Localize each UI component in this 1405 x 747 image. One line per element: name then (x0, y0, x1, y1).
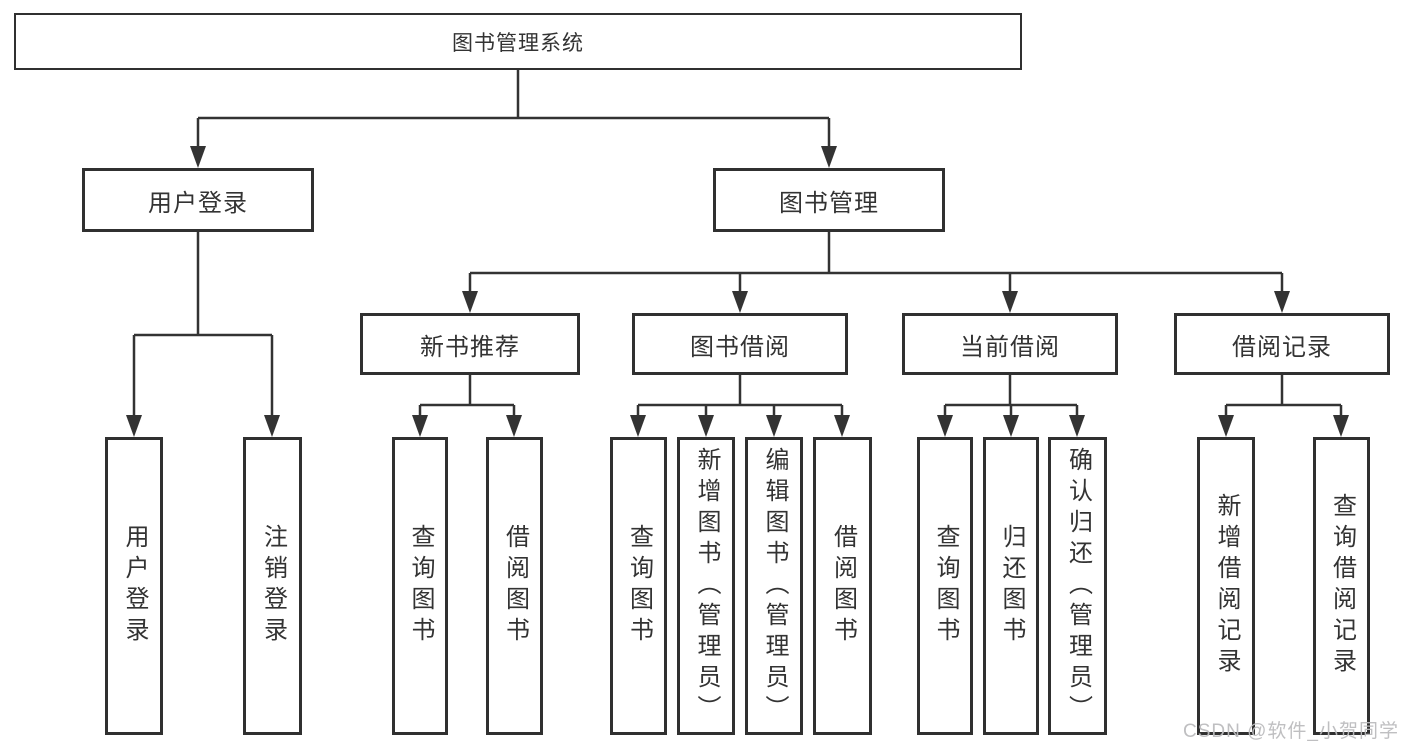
leaf-label: 查询借阅记录 (1328, 493, 1356, 679)
node-label: 图书管理 (779, 189, 879, 217)
node-label: 图书管理系统 (452, 31, 584, 55)
node-book-borrow: 图书借阅 (632, 313, 848, 375)
leaf-add-borrow-record: 新增借阅记录 (1197, 437, 1255, 735)
leaf-label: 新增图书（管理员） (693, 446, 720, 726)
node-borrow-records: 借阅记录 (1174, 313, 1390, 375)
leaf-add-books-admin: 新增图书（管理员） (677, 437, 735, 735)
leaf-label: 查询图书 (407, 524, 434, 648)
leaf-label: 用户登录 (121, 524, 148, 648)
node-label: 借阅记录 (1232, 333, 1332, 361)
node-library-management-system: 图书管理系统 (14, 13, 1022, 70)
leaf-label: 新增借阅记录 (1213, 493, 1240, 679)
node-book-management: 图书管理 (713, 168, 945, 232)
csdn-watermark: CSDN @软件_小贺同学 (1183, 721, 1399, 742)
leaf-label: 查询图书 (932, 524, 959, 648)
leaf-confirm-return-admin: 确认归还（管理员） (1048, 437, 1107, 735)
node-label: 用户登录 (148, 189, 248, 217)
leaf-label: 注销登录 (259, 524, 287, 648)
leaf-user-login: 用户登录 (105, 437, 163, 735)
leaf-return-books: 归还图书 (983, 437, 1039, 735)
node-user-login: 用户登录 (82, 168, 314, 232)
leaf-query-borrow-record: 查询借阅记录 (1313, 437, 1370, 735)
leaf-label: 归还图书 (998, 524, 1025, 648)
leaf-label: 借阅图书 (501, 524, 529, 648)
node-label: 图书借阅 (690, 333, 790, 361)
leaf-edit-books-admin: 编辑图书（管理员） (745, 437, 803, 735)
node-label: 当前借阅 (960, 333, 1060, 361)
leaf-label: 确认归还（管理员） (1064, 446, 1092, 726)
leaf-label: 编辑图书（管理员） (761, 446, 788, 726)
leaf-label: 查询图书 (625, 524, 653, 648)
leaf-query-books-recommend: 查询图书 (392, 437, 448, 735)
leaf-label: 借阅图书 (829, 524, 857, 648)
leaf-query-books-borrow: 查询图书 (610, 437, 667, 735)
leaf-logout: 注销登录 (243, 437, 302, 735)
node-label: 新书推荐 (420, 333, 520, 361)
node-new-book-recommend: 新书推荐 (360, 313, 580, 375)
leaf-query-books-current: 查询图书 (917, 437, 973, 735)
leaf-borrow-books: 借阅图书 (813, 437, 872, 735)
node-current-borrow: 当前借阅 (902, 313, 1118, 375)
leaf-borrow-books-recommend: 借阅图书 (486, 437, 543, 735)
